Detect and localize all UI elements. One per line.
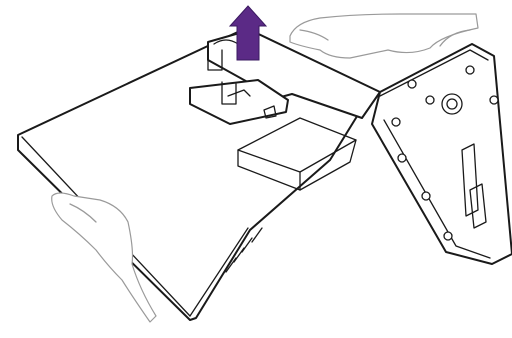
hand-top-icon <box>290 14 478 58</box>
stand-base <box>372 44 512 264</box>
